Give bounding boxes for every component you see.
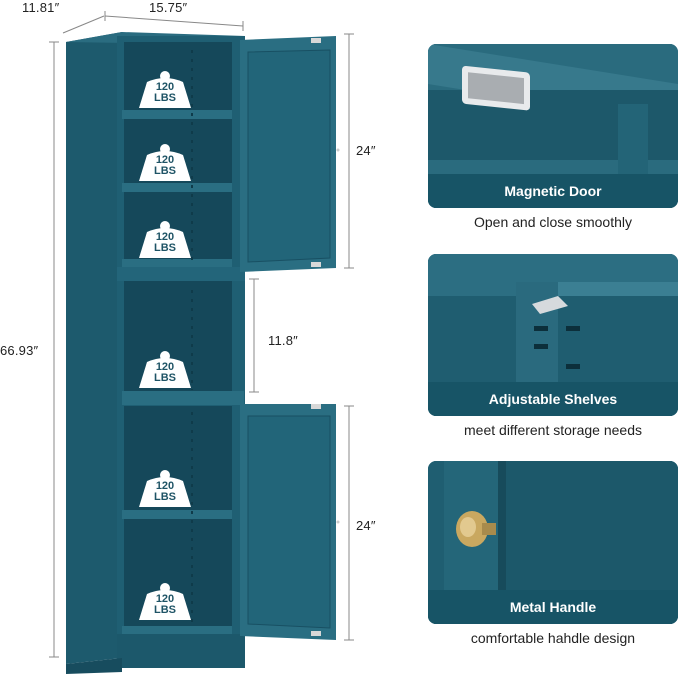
feature-title: Metal Handle: [428, 590, 678, 624]
weight-value: 120: [155, 480, 175, 492]
weight-icon: [139, 71, 191, 108]
weight-value: 120: [155, 154, 175, 166]
weight-value: 120: [155, 361, 175, 373]
weight-icon: [139, 470, 191, 507]
upper-door-height-label: 24″: [356, 143, 376, 158]
feature-title: Adjustable Shelves: [428, 382, 678, 416]
feature-card-metal-handle: Metal Handle: [428, 461, 678, 624]
weight-icon: [139, 583, 191, 620]
feature-card-magnetic-door: Magnetic Door: [428, 44, 678, 208]
feature-caption: comfortable hahdle design: [470, 630, 636, 646]
depth-label: 11.81″: [22, 0, 60, 15]
weight-unit: LBS: [154, 92, 176, 104]
weight-icon: [139, 351, 191, 388]
feature-card-adjustable-shelves: Adjustable Shelves: [428, 254, 678, 416]
weight-icon: [139, 144, 191, 181]
weight-value: 120: [155, 593, 175, 605]
weight-value: 120: [155, 231, 175, 243]
open-shelf-height-label: 11.8″: [268, 333, 298, 348]
weight-icon: [139, 221, 191, 258]
weight-unit: LBS: [154, 242, 176, 254]
feature-caption: meet different storage needs: [464, 422, 642, 438]
weight-unit: LBS: [154, 372, 176, 384]
height-label: 66.93″: [0, 341, 39, 360]
feature-title: Magnetic Door: [428, 174, 678, 208]
lower-door-height-label: 24″: [356, 518, 376, 533]
weight-unit: LBS: [154, 165, 176, 177]
width-label: 15.75″: [149, 0, 188, 15]
feature-caption: Open and close smoothly: [474, 214, 632, 230]
weight-unit: LBS: [154, 604, 176, 616]
weight-value: 120: [155, 81, 175, 93]
weight-unit: LBS: [154, 491, 176, 503]
